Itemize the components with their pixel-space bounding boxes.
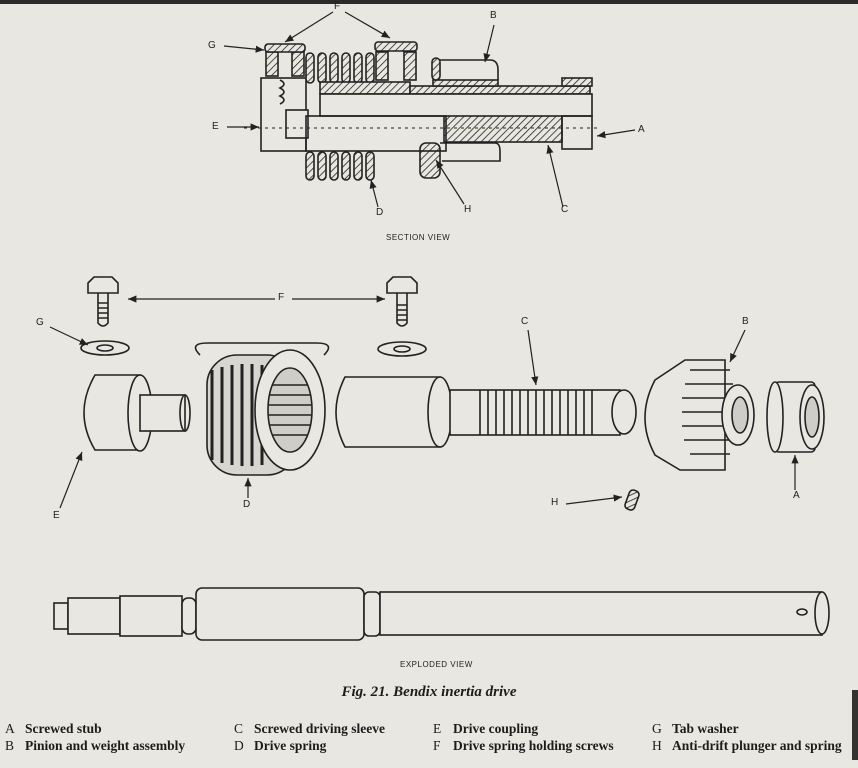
- scan-border: [0, 0, 858, 4]
- section-label-a: A: [638, 124, 645, 135]
- section-label-c: C: [561, 204, 569, 215]
- exploded-label-e: E: [53, 510, 60, 521]
- section-label-b: B: [490, 10, 497, 21]
- section-view-title: SECTION VIEW: [386, 233, 451, 242]
- section-view-drawing: [244, 41, 600, 181]
- exploded-label-h: H: [551, 497, 559, 508]
- exploded-label-a: A: [793, 490, 800, 501]
- scan-edge: [852, 690, 858, 760]
- exploded-view-drawing: [53, 276, 830, 641]
- exploded-label-f: F: [278, 292, 285, 303]
- exploded-label-b: B: [742, 316, 749, 327]
- section-label-d: D: [376, 207, 384, 218]
- section-label-g: G: [208, 40, 216, 51]
- diagram-artwork: [49, 11, 830, 641]
- section-label-e: E: [212, 121, 219, 132]
- section-label-f: F: [334, 1, 341, 12]
- figure-caption: Fig. 21. Bendix inertia drive: [341, 684, 517, 700]
- exploded-label-c: C: [521, 316, 529, 327]
- exploded-label-g: G: [36, 317, 44, 328]
- exploded-label-d: D: [243, 499, 251, 510]
- exploded-view-title: EXPLODED VIEW: [400, 660, 473, 669]
- section-label-h: H: [464, 204, 472, 215]
